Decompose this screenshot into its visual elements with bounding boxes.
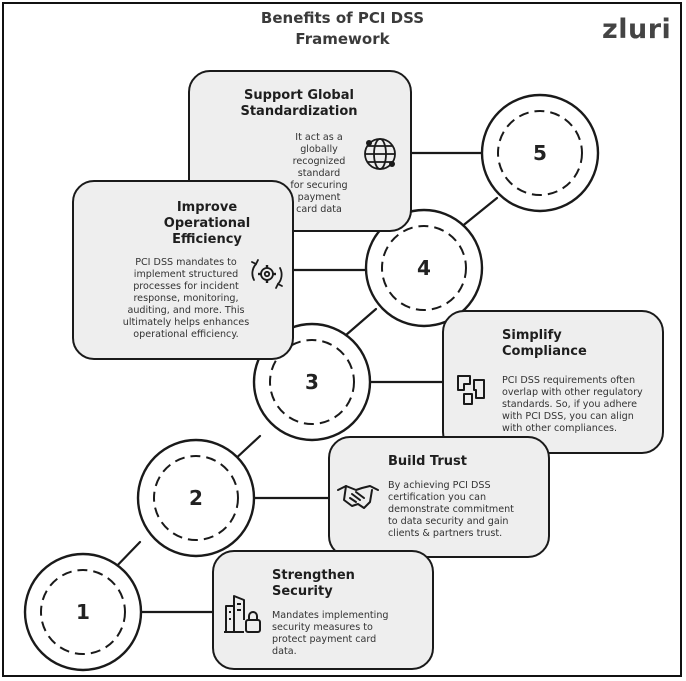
step-number-2: 2 bbox=[189, 486, 203, 510]
desc-line: standards. So, if you adhere bbox=[502, 399, 638, 410]
card-description: PCI DSS requirements often overlap with … bbox=[502, 375, 662, 435]
step-number-4: 4 bbox=[417, 256, 431, 280]
card-title: Build Trust bbox=[388, 454, 538, 470]
desc-line: demonstrate commitment bbox=[388, 504, 514, 515]
gear-cycle-icon bbox=[251, 259, 283, 289]
card-title-line: Security bbox=[272, 584, 333, 599]
desc-line: PCI DSS mandates to bbox=[135, 257, 237, 268]
desc-line: globally bbox=[300, 144, 338, 155]
building-lock-icon bbox=[224, 595, 261, 633]
card-title-line: Simplify bbox=[502, 328, 562, 343]
card-description: PCI DSS mandates to implement structured… bbox=[122, 257, 250, 341]
desc-line: data. bbox=[272, 646, 297, 657]
card-title-line: Compliance bbox=[502, 344, 587, 359]
desc-line: PCI DSS requirements often bbox=[502, 375, 636, 386]
card-improve-operational-efficiency: Improve Operational Efficiency PCI DSS m… bbox=[72, 180, 294, 360]
step-number-3: 3 bbox=[305, 370, 319, 394]
step-number-1: 1 bbox=[76, 600, 90, 624]
zluri-logo: zluri bbox=[602, 14, 672, 45]
card-description: By achieving PCI DSS certification you c… bbox=[388, 480, 548, 540]
desc-line: overlap with other regulatory bbox=[502, 387, 643, 398]
card-build-trust: Build Trust By achieving PCI DSS certifi… bbox=[328, 436, 550, 558]
desc-line: auditing, and more. This bbox=[127, 305, 245, 316]
desc-line: processes for incident bbox=[133, 281, 239, 292]
desc-line: recognized bbox=[292, 156, 346, 167]
card-strengthen-security: Strengthen Security Mandates implementin… bbox=[212, 550, 434, 670]
desc-line: with PCI DSS, you can align bbox=[502, 411, 634, 422]
desc-line: protect payment card bbox=[272, 634, 377, 645]
desc-line: implement structured bbox=[133, 269, 239, 280]
step-circle-4 bbox=[364, 208, 484, 328]
card-title-line: Operational bbox=[163, 216, 251, 231]
desc-line: with other compliances. bbox=[502, 423, 618, 434]
card-title-line: Efficiency bbox=[172, 232, 242, 247]
desc-line: operational efficiency. bbox=[133, 329, 239, 340]
globe-network-icon bbox=[364, 138, 396, 170]
card-simplify-compliance: Simplify Compliance PCI DSS requirements… bbox=[442, 310, 664, 454]
desc-line: certification you can bbox=[388, 492, 487, 503]
desc-line: Mandates implementing bbox=[272, 610, 389, 621]
desc-line: ultimately helps enhances bbox=[122, 317, 250, 328]
card-description: Mandates implementing security measures … bbox=[272, 610, 422, 658]
handshake-icon bbox=[337, 485, 379, 509]
card-description: It act as a globally recognized standard… bbox=[286, 132, 352, 216]
puzzle-blocks-icon bbox=[457, 375, 485, 405]
card-title: Support Global Standardization bbox=[190, 88, 408, 120]
desc-line: By achieving PCI DSS bbox=[388, 480, 491, 491]
diagram-title: Benefits of PCI DSS Framework bbox=[220, 8, 465, 50]
card-title: Strengthen Security bbox=[272, 568, 422, 600]
card-title: Simplify Compliance bbox=[502, 328, 652, 360]
desc-line: to data security and gain bbox=[388, 516, 509, 527]
card-title-line: Standardization bbox=[240, 104, 358, 119]
step-circle-1 bbox=[23, 552, 143, 672]
card-title: Improve Operational Efficiency bbox=[122, 200, 292, 248]
step-circle-2 bbox=[136, 438, 256, 558]
desc-line: payment bbox=[297, 192, 341, 203]
card-title-line: Build Trust bbox=[388, 454, 467, 469]
card-title-line: Improve bbox=[176, 200, 238, 215]
title-line-1: Benefits of PCI DSS bbox=[260, 9, 425, 27]
desc-line: security measures to bbox=[272, 622, 373, 633]
step-circle-5 bbox=[480, 93, 600, 213]
desc-line: standard bbox=[297, 168, 341, 179]
desc-line: for securing bbox=[290, 180, 348, 191]
step-number-5: 5 bbox=[533, 141, 547, 165]
card-title-line: Strengthen bbox=[272, 568, 355, 583]
desc-line: card data bbox=[296, 204, 342, 215]
card-title-line: Support Global bbox=[244, 88, 354, 103]
desc-line: response, monitoring, bbox=[133, 293, 239, 304]
desc-line: clients & partners trust. bbox=[388, 528, 503, 539]
desc-line: It act as a bbox=[295, 132, 343, 143]
title-line-2: Framework bbox=[295, 30, 390, 48]
